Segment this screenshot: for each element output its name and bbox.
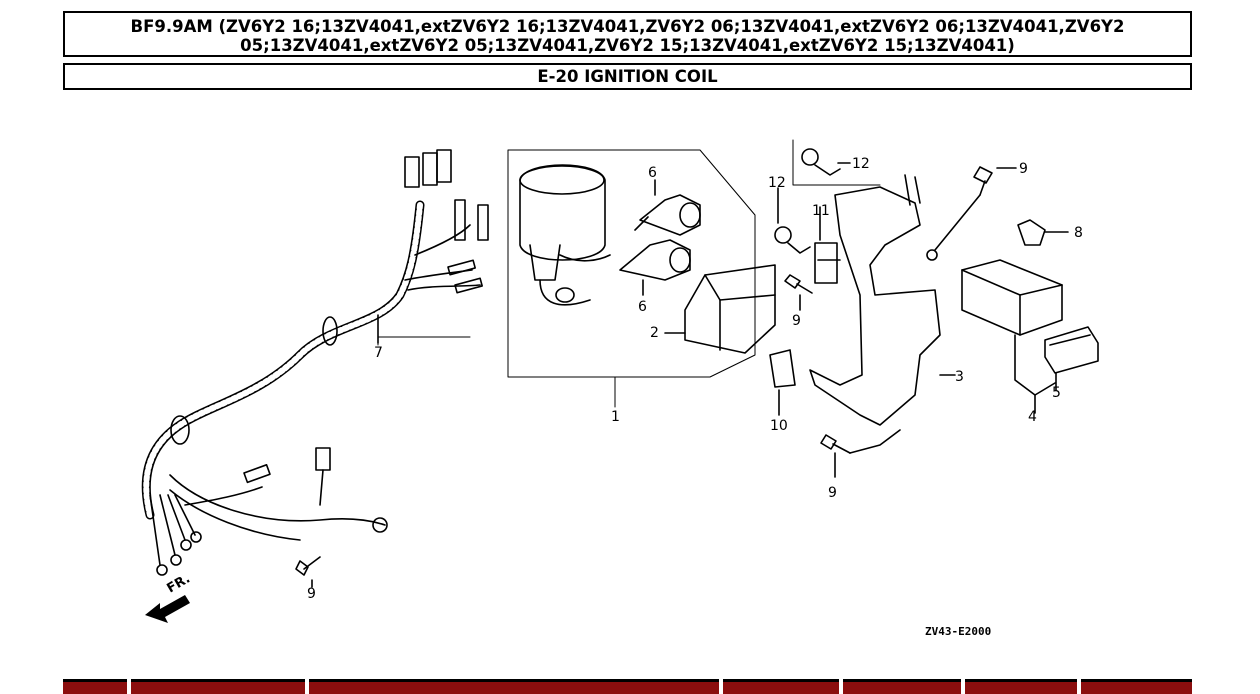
- callout-9b: 9: [792, 313, 801, 329]
- callout-2: 2: [650, 325, 659, 341]
- callout-labels: 1 2 3 4 5 6 6 7 8 9 9 9 9 10 11 12 12 ZV…: [307, 156, 1083, 638]
- callout-3: 3: [955, 369, 964, 385]
- drawing-code: ZV43-E2000: [925, 625, 991, 638]
- section-subtitle: E-20 IGNITION COIL: [63, 63, 1192, 90]
- callout-9a: 9: [1019, 161, 1028, 177]
- callout-8: 8: [1074, 225, 1083, 241]
- callout-9d: 9: [307, 586, 316, 602]
- callout-5: 5: [1052, 385, 1061, 401]
- section-subtitle-text: E-20 IGNITION COIL: [537, 67, 718, 86]
- callout-12a: 12: [852, 156, 870, 172]
- cdi-unit[interactable]: [961, 259, 1063, 414]
- clamp-upper[interactable]: [792, 139, 881, 186]
- callout-12b: 12: [768, 175, 786, 191]
- table-header-cell: [309, 679, 719, 694]
- bolt-top[interactable]: [934, 166, 1017, 251]
- cord-retainer[interactable]: [769, 349, 796, 416]
- spark-plug-cap-upper[interactable]: [634, 179, 701, 236]
- callout-6b: 6: [638, 299, 647, 315]
- exploded-parts-diagram: FR. 1 2 3 4 5 6 6 7 8 9 9 9 9 10 11 12 1…: [141, 139, 1099, 638]
- table-header-cell: [843, 679, 961, 694]
- diagram-title-text: BF9.9AM (ZV6Y2 16;13ZV4041,extZV6Y2 16;1…: [130, 17, 1125, 55]
- cord-clamp[interactable]: [814, 206, 841, 284]
- table-header-cell: [723, 679, 839, 694]
- bolt-lower-left[interactable]: [295, 556, 321, 588]
- bolt-bottom[interactable]: [820, 429, 901, 478]
- spark-plug-cap-lower[interactable]: [619, 239, 691, 296]
- front-label: FR.: [165, 571, 193, 596]
- callout-6a: 6: [648, 165, 657, 181]
- clamp-lower[interactable]: [774, 187, 811, 254]
- callout-1: 1: [611, 409, 620, 425]
- bolt-mid[interactable]: [784, 274, 813, 311]
- table-header-cell: [965, 679, 1077, 694]
- wire-harness[interactable]: [141, 149, 489, 576]
- ignition-bracket[interactable]: [809, 174, 956, 426]
- coil-assembly-outline: [507, 149, 756, 378]
- callout-11: 11: [812, 203, 830, 219]
- grommet[interactable]: [1017, 219, 1069, 246]
- coil-holder[interactable]: [664, 264, 776, 354]
- front-direction-arrow: FR.: [145, 571, 193, 623]
- callout-7: 7: [374, 345, 383, 361]
- table-header-cell: [1081, 679, 1192, 694]
- unit-cover[interactable]: [1044, 326, 1099, 391]
- callout-4: 4: [1028, 409, 1037, 425]
- callout-10: 10: [770, 418, 788, 434]
- diagram-title: BF9.9AM (ZV6Y2 16;13ZV4041,extZV6Y2 16;1…: [63, 11, 1192, 57]
- table-header-cell: [131, 679, 305, 694]
- parts-table-header: [63, 679, 1192, 694]
- ignition-coil[interactable]: [519, 164, 611, 306]
- table-header-cell: [63, 679, 127, 694]
- callout-9c: 9: [828, 485, 837, 501]
